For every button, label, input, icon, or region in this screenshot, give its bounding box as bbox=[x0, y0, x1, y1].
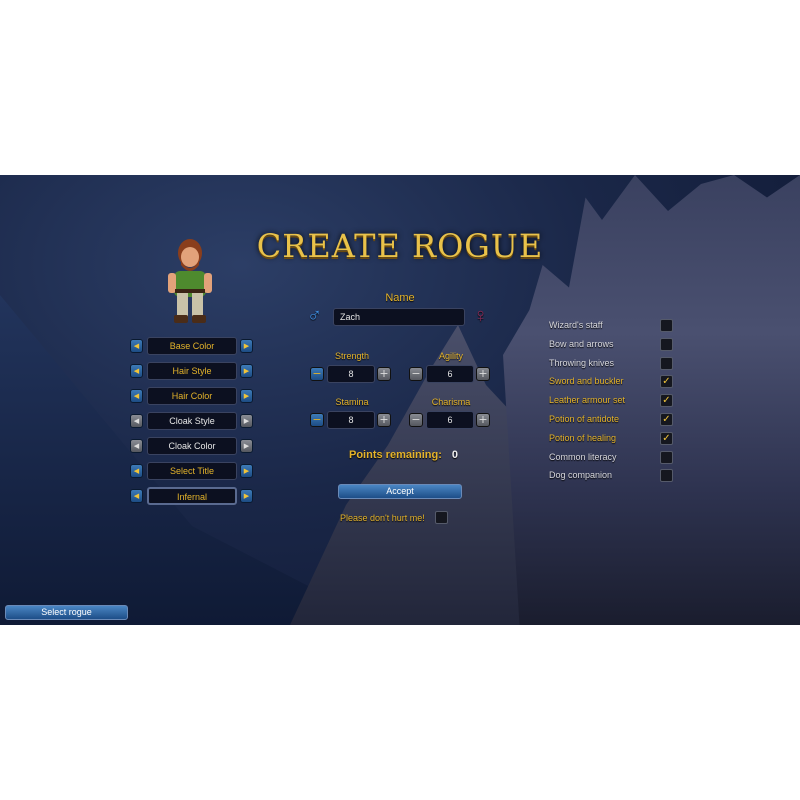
next-arrow-button[interactable]: ▶ bbox=[240, 389, 253, 403]
prev-arrow-button[interactable]: ◀ bbox=[130, 389, 143, 403]
dont-hurt-label: Please don't hurt me! bbox=[340, 512, 425, 523]
next-arrow-button[interactable]: ▶ bbox=[240, 439, 253, 453]
name-input[interactable]: Zach bbox=[333, 308, 465, 326]
dont-hurt-row: Please don't hurt me! bbox=[340, 511, 448, 524]
item-label: Dog companion bbox=[549, 470, 613, 481]
select-rogue-button[interactable]: Select rogue bbox=[5, 605, 128, 620]
increase-button[interactable]: + bbox=[377, 367, 391, 381]
female-icon[interactable]: ♀ bbox=[473, 305, 488, 327]
item-checkbox[interactable] bbox=[660, 319, 673, 332]
prev-arrow-button[interactable]: ◀ bbox=[130, 414, 143, 428]
stat-value: 6 bbox=[426, 365, 474, 383]
dont-hurt-checkbox[interactable] bbox=[434, 511, 448, 524]
appearance-option[interactable]: Hair Style bbox=[147, 362, 237, 380]
next-arrow-button[interactable]: ▶ bbox=[240, 489, 253, 503]
stat-label: Strength bbox=[334, 351, 370, 361]
prev-arrow-button[interactable]: ◀ bbox=[130, 489, 143, 503]
item-checkbox[interactable]: ✓ bbox=[660, 375, 673, 389]
item-checkbox[interactable]: ✓ bbox=[660, 431, 673, 445]
next-arrow-button[interactable]: ▶ bbox=[240, 414, 253, 428]
decrease-button[interactable]: − bbox=[409, 413, 423, 427]
next-arrow-button[interactable]: ▶ bbox=[240, 464, 253, 478]
item-checkbox[interactable] bbox=[660, 356, 673, 370]
item-checkbox[interactable] bbox=[660, 337, 673, 351]
item-label: Wizard's staff bbox=[549, 320, 603, 330]
male-icon[interactable]: ♂ bbox=[307, 305, 322, 327]
item-checkbox[interactable] bbox=[660, 450, 673, 464]
next-arrow-button[interactable]: ▶ bbox=[240, 339, 253, 353]
item-label: Throwing knives bbox=[549, 357, 615, 368]
appearance-option[interactable]: Select Title bbox=[147, 462, 237, 480]
decrease-button[interactable]: − bbox=[310, 367, 324, 381]
item-label: Potion of antidote bbox=[549, 414, 620, 424]
item-checkbox[interactable]: ✓ bbox=[660, 413, 673, 426]
points-remaining-row: Points remaining: 0 bbox=[349, 449, 458, 461]
stat-label: Agility bbox=[438, 351, 463, 361]
points-remaining-label: Points remaining: bbox=[349, 449, 442, 461]
prev-arrow-button[interactable]: ◀ bbox=[130, 439, 143, 453]
appearance-option[interactable]: Hair Color bbox=[147, 387, 237, 405]
item-label: Potion of healing bbox=[549, 432, 617, 443]
appearance-option[interactable]: Cloak Color bbox=[147, 437, 237, 455]
item-label: Sword and buckler bbox=[549, 376, 624, 387]
stat-label: Stamina bbox=[335, 397, 369, 407]
prev-arrow-button[interactable]: ◀ bbox=[130, 464, 143, 478]
appearance-option[interactable]: Base Color bbox=[147, 337, 237, 355]
appearance-option[interactable]: Infernal bbox=[147, 487, 237, 505]
character-portrait bbox=[168, 239, 212, 323]
next-arrow-button[interactable]: ▶ bbox=[240, 364, 253, 378]
item-label: Bow and arrows bbox=[549, 338, 614, 349]
page-title: CREATE ROGUE bbox=[256, 227, 544, 265]
item-checkbox[interactable]: ✓ bbox=[660, 394, 673, 408]
game-screen: CREATE ROGUE ◀Base Color▶◀Hair Style▶◀Ha… bbox=[0, 175, 800, 625]
decrease-button[interactable]: − bbox=[409, 367, 423, 381]
points-remaining-value: 0 bbox=[451, 449, 459, 461]
increase-button[interactable]: + bbox=[377, 413, 391, 427]
increase-button[interactable]: + bbox=[476, 367, 490, 381]
appearance-option[interactable]: Cloak Style bbox=[147, 412, 237, 430]
item-label: Common literacy bbox=[549, 451, 617, 462]
item-label: Leather armour set bbox=[549, 395, 626, 406]
name-label: Name bbox=[385, 292, 415, 304]
decrease-button[interactable]: − bbox=[310, 413, 324, 427]
stat-value: 8 bbox=[327, 411, 375, 429]
prev-arrow-button[interactable]: ◀ bbox=[130, 364, 143, 378]
stat-label: Charisma bbox=[431, 397, 471, 407]
item-checkbox[interactable] bbox=[660, 469, 673, 483]
stat-value: 8 bbox=[327, 365, 375, 383]
accept-button[interactable]: Accept bbox=[338, 484, 462, 499]
stat-value: 6 bbox=[426, 411, 474, 429]
prev-arrow-button[interactable]: ◀ bbox=[130, 339, 143, 353]
increase-button[interactable]: + bbox=[476, 413, 490, 427]
